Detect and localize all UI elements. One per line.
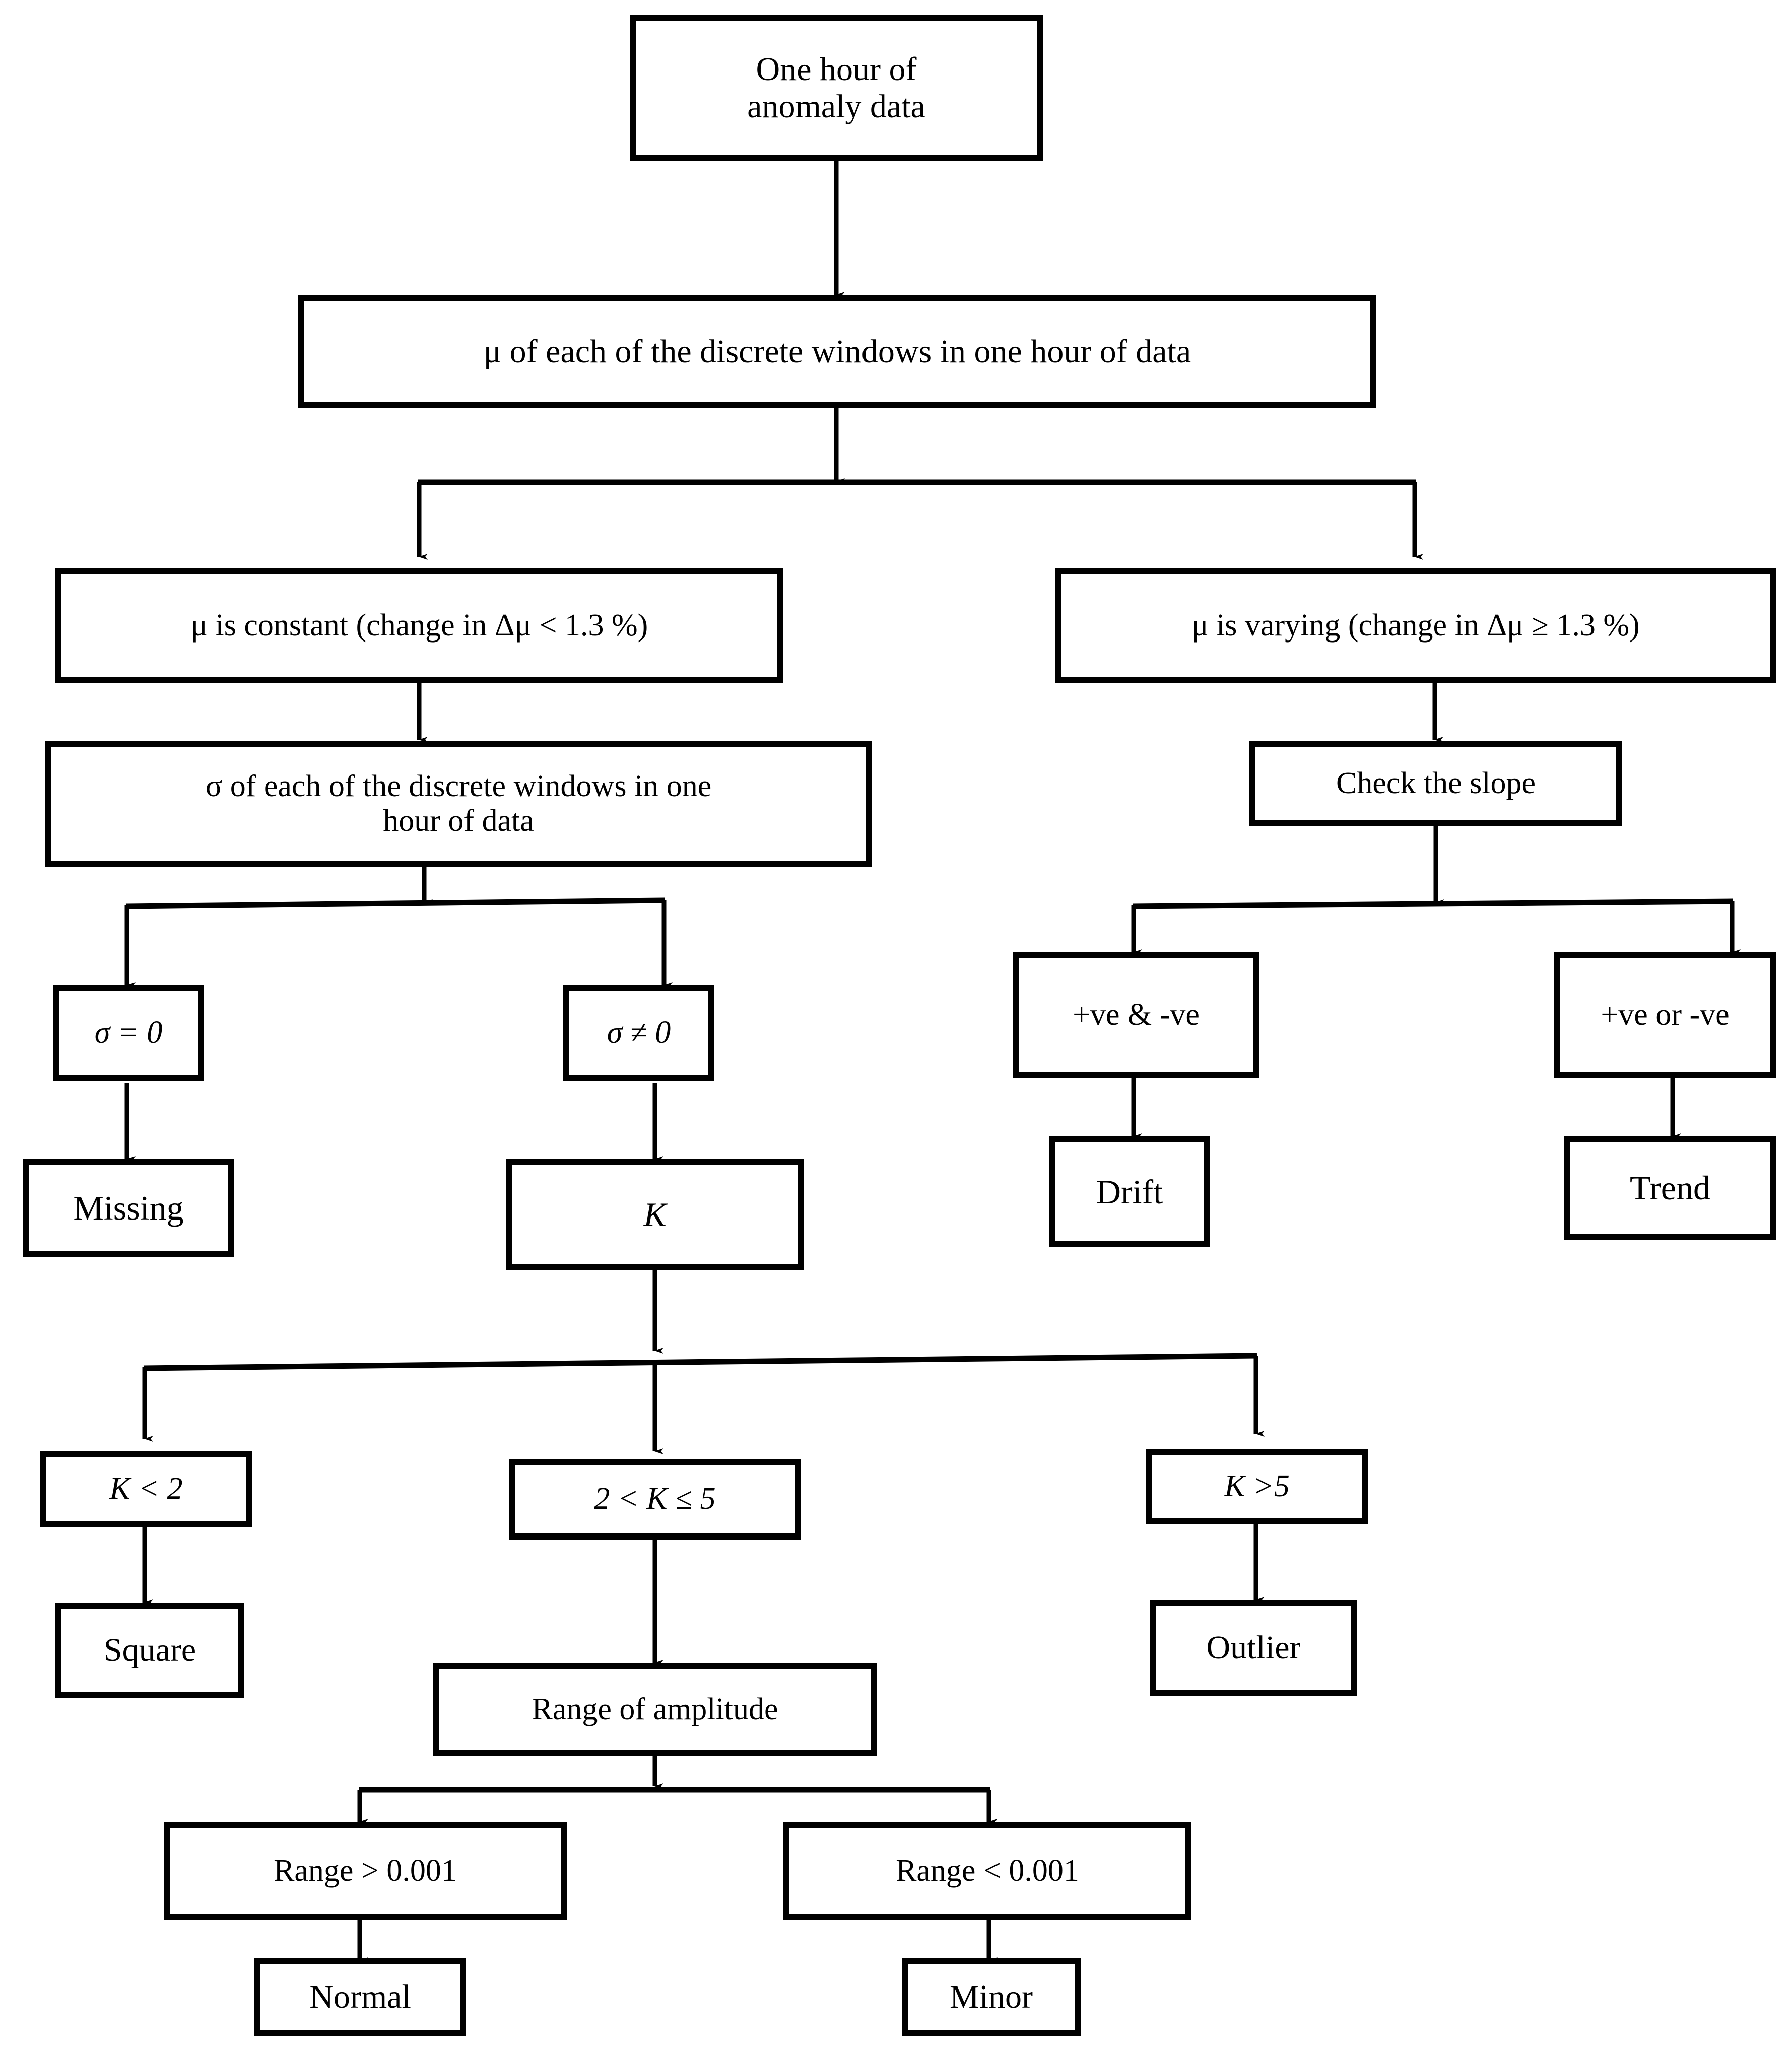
- node-positive-and-negative[interactable]: +ve & -ve: [1013, 952, 1259, 1078]
- node-label: μ is varying (change in Δμ ≥ 1.3 %): [1191, 608, 1640, 643]
- node-check-the-slope[interactable]: Check the slope: [1249, 741, 1622, 826]
- node-label: One hour of anomaly data: [747, 51, 925, 125]
- node-range-greater-than-0001[interactable]: Range > 0.001: [164, 1822, 567, 1920]
- node-range-less-than-0001[interactable]: Range < 0.001: [783, 1822, 1191, 1920]
- node-label: Normal: [309, 1978, 411, 2015]
- node-label: Range of amplitude: [532, 1692, 778, 1726]
- node-label: K: [643, 1195, 667, 1234]
- node-label: Check the slope: [1336, 766, 1536, 801]
- node-mu-is-varying[interactable]: μ is varying (change in Δμ ≥ 1.3 %): [1055, 568, 1776, 683]
- node-label: Range > 0.001: [274, 1853, 457, 1888]
- split-bar-slope: [1132, 898, 1734, 909]
- node-label: Missing: [73, 1189, 184, 1228]
- node-sigma-of-discrete-windows[interactable]: σ of each of the discrete windows in one…: [45, 741, 872, 867]
- node-label: K < 2: [109, 1471, 183, 1506]
- node-range-of-amplitude[interactable]: Range of amplitude: [433, 1663, 877, 1756]
- node-label: 2 < K ≤ 5: [594, 1482, 716, 1516]
- node-one-hour-of-anomaly-data[interactable]: One hour of anomaly data: [630, 15, 1043, 161]
- node-label: Outlier: [1206, 1629, 1301, 1667]
- node-label: Trend: [1630, 1169, 1710, 1207]
- node-label: σ = 0: [94, 1015, 163, 1050]
- split-bar-sigma: [125, 897, 666, 909]
- node-k-less-than-2[interactable]: K < 2: [40, 1451, 252, 1527]
- node-sigma-equals-zero[interactable]: σ = 0: [53, 985, 204, 1081]
- node-label: Range < 0.001: [896, 1853, 1079, 1888]
- node-mu-is-constant[interactable]: μ is constant (change in Δμ < 1.3 %): [55, 568, 783, 683]
- node-missing[interactable]: Missing: [23, 1159, 234, 1257]
- node-square[interactable]: Square: [55, 1603, 244, 1698]
- node-label: +ve or -ve: [1601, 998, 1730, 1033]
- split-bar-k: [143, 1353, 1257, 1371]
- node-minor[interactable]: Minor: [902, 1958, 1081, 2036]
- node-mu-of-discrete-windows[interactable]: μ of each of the discrete windows in one…: [298, 295, 1376, 408]
- node-normal[interactable]: Normal: [254, 1958, 466, 2036]
- node-k[interactable]: K: [506, 1159, 804, 1270]
- node-outlier[interactable]: Outlier: [1150, 1600, 1357, 1696]
- node-label: σ of each of the discrete windows in one…: [205, 768, 712, 838]
- node-label: Square: [103, 1632, 196, 1669]
- node-drift[interactable]: Drift: [1049, 1136, 1210, 1247]
- node-sigma-not-equals-zero[interactable]: σ ≠ 0: [563, 985, 714, 1081]
- node-label: σ ≠ 0: [607, 1015, 671, 1050]
- node-label: K >5: [1224, 1469, 1290, 1504]
- node-label: Minor: [950, 1978, 1033, 2015]
- node-positive-or-negative[interactable]: +ve or -ve: [1554, 952, 1776, 1078]
- node-label: Drift: [1096, 1172, 1163, 1211]
- node-k-between-2-and-5[interactable]: 2 < K ≤ 5: [509, 1459, 801, 1540]
- node-label: +ve & -ve: [1073, 998, 1200, 1033]
- node-label: μ of each of the discrete windows in one…: [483, 333, 1191, 370]
- node-trend[interactable]: Trend: [1564, 1136, 1776, 1240]
- node-label: μ is constant (change in Δμ < 1.3 %): [190, 608, 648, 643]
- node-k-greater-than-5[interactable]: K >5: [1146, 1449, 1368, 1524]
